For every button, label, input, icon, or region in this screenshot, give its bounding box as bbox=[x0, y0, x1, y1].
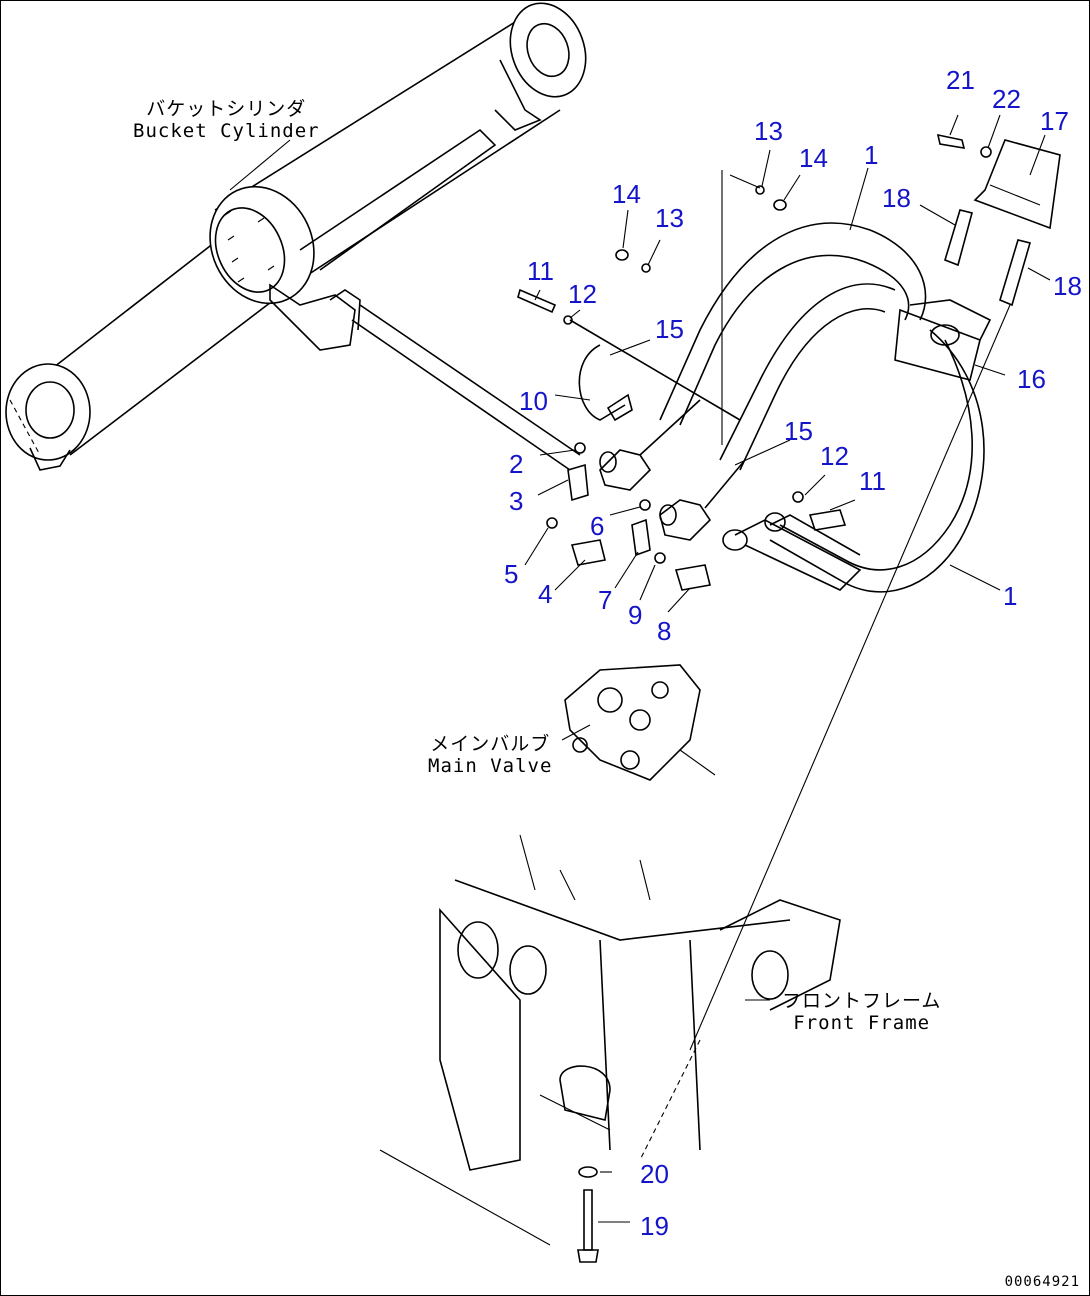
hose-assembly-drawing bbox=[517, 133, 1061, 1051]
callout-11-right: 11 bbox=[859, 466, 886, 496]
callout-3: 3 bbox=[509, 486, 524, 516]
callout-17: 17 bbox=[1040, 106, 1069, 136]
callout-21: 21 bbox=[946, 65, 975, 95]
callout-16: 16 bbox=[1017, 364, 1046, 394]
callout-14-mid: 14 bbox=[612, 179, 641, 209]
bucket-cylinder-label: バケットシリンダ Bucket Cylinder bbox=[133, 98, 320, 142]
bucket-cylinder-label-jp: バケットシリンダ bbox=[146, 98, 307, 120]
callout-7: 7 bbox=[598, 585, 613, 615]
callout-14-top: 14 bbox=[799, 143, 828, 173]
document-id: 00064921 bbox=[1004, 1274, 1080, 1290]
callout-18-left: 18 bbox=[882, 183, 911, 213]
bucket-cylinder-drawing bbox=[5, 2, 587, 471]
bolt-19-drawing bbox=[577, 1166, 599, 1263]
callout-9: 9 bbox=[628, 600, 643, 630]
front-frame-label: フロントフレーム Front Frame bbox=[782, 990, 941, 1034]
front-frame-label-jp: フロントフレーム bbox=[782, 990, 942, 1012]
front-frame-label-en: Front Frame bbox=[793, 1012, 931, 1034]
callout-10: 10 bbox=[519, 386, 548, 416]
main-valve-drawing bbox=[564, 664, 716, 781]
callout-2: 2 bbox=[509, 449, 524, 479]
front-frame-drawing bbox=[379, 834, 841, 1246]
callout-18-right: 18 bbox=[1053, 271, 1082, 301]
callout-6: 6 bbox=[590, 511, 605, 541]
callout-15-mid: 15 bbox=[784, 416, 813, 446]
main-valve-label-jp: メインバルブ bbox=[430, 733, 551, 755]
callout-20: 20 bbox=[640, 1159, 669, 1189]
callout-1-bottom: 1 bbox=[1003, 581, 1018, 611]
fittings-drawing bbox=[546, 442, 711, 591]
bucket-cylinder-label-en: Bucket Cylinder bbox=[133, 120, 320, 142]
callout-22: 22 bbox=[992, 84, 1021, 114]
callout-15-top: 15 bbox=[655, 314, 684, 344]
callout-13-mid: 13 bbox=[655, 203, 684, 233]
main-valve-label-en: Main Valve bbox=[428, 755, 553, 777]
callout-12-right: 12 bbox=[820, 441, 849, 471]
callout-5: 5 bbox=[504, 559, 519, 589]
callout-11-left: 11 bbox=[527, 256, 554, 286]
callout-1-top: 1 bbox=[864, 140, 879, 170]
callout-8: 8 bbox=[657, 616, 672, 646]
callout-12-left: 12 bbox=[568, 279, 597, 309]
callout-13-top: 13 bbox=[754, 116, 783, 146]
main-valve-label: メインバルブ Main Valve bbox=[428, 733, 552, 777]
callout-4: 4 bbox=[538, 579, 553, 609]
leader-lines bbox=[229, 114, 1051, 1223]
callout-19: 19 bbox=[640, 1211, 669, 1241]
